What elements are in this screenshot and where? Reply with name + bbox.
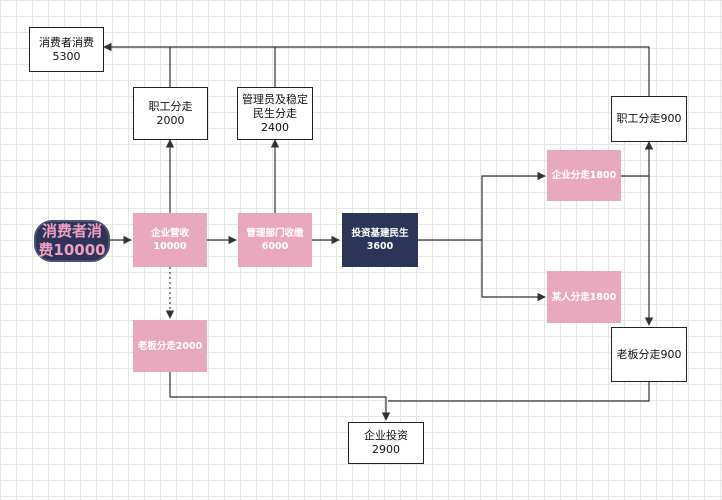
edge-split-to-someone-share bbox=[481, 240, 546, 302]
enterprise-share-node[interactable]: 企业分走1800 bbox=[547, 150, 621, 201]
someone-share-node[interactable]: 某人分走1800 bbox=[547, 271, 621, 323]
edge-top-to-consumer bbox=[103, 42, 650, 96]
enterprise-revenue-value: 10000 bbox=[153, 241, 187, 252]
start-consumer-line1: 消费者消 bbox=[41, 222, 102, 240]
boss-share-2000-label: 老板分走2000 bbox=[137, 340, 203, 352]
enterprise-revenue-label: 企业营收 bbox=[150, 228, 189, 239]
enterprise-invest-label: 企业投资 bbox=[364, 429, 408, 442]
edge-boss-900-to-invest bbox=[388, 382, 650, 402]
admin-tax-node[interactable]: 管理部门收缴 6000 bbox=[238, 213, 312, 267]
admin-tax-label: 管理部门收缴 bbox=[246, 228, 304, 239]
start-consumer-node[interactable]: 消费者消 费10000 bbox=[34, 220, 110, 262]
enterprise-invest-value: 2900 bbox=[372, 443, 400, 456]
start-consumer-line2: 费10000 bbox=[38, 241, 106, 259]
staff-share-900-node[interactable]: 职工分走900 bbox=[611, 96, 687, 142]
infra-invest-node[interactable]: 投资基建民生 3600 bbox=[342, 213, 418, 267]
infra-invest-value: 3600 bbox=[366, 241, 394, 252]
admin-share-line1: 管理员及稳定 bbox=[242, 92, 308, 106]
admin-share-node[interactable]: 管理员及稳定 民生分走 2400 bbox=[237, 87, 313, 140]
admin-share-line2: 民生分走 bbox=[253, 106, 297, 120]
boss-share-900-label: 老板分走900 bbox=[616, 347, 682, 361]
consumer-spend-label: 消费者消费 bbox=[39, 35, 94, 49]
edge-boss-2000-to-invest bbox=[169, 372, 391, 421]
boss-share-900-node[interactable]: 老板分走900 bbox=[611, 327, 687, 382]
enterprise-invest-node[interactable]: 企业投资 2900 bbox=[348, 422, 424, 464]
someone-share-label: 某人分走1800 bbox=[551, 291, 617, 303]
admin-share-value: 2400 bbox=[261, 120, 289, 134]
consumer-spend-value: 5300 bbox=[52, 49, 81, 63]
consumer-spend-node[interactable]: 消费者消费 5300 bbox=[29, 27, 104, 72]
enterprise-share-label: 企业分走1800 bbox=[551, 170, 617, 181]
boss-share-2000-node[interactable]: 老板分走2000 bbox=[133, 320, 207, 372]
infra-invest-label: 投资基建民生 bbox=[351, 228, 409, 239]
staff-share-900-label: 职工分走900 bbox=[616, 112, 682, 125]
edge-split-to-enterprise-share bbox=[481, 171, 546, 240]
staff-share-2000-label: 职工分走 bbox=[148, 99, 193, 113]
staff-share-2000-value: 2000 bbox=[156, 113, 185, 127]
enterprise-revenue-node[interactable]: 企业营收 10000 bbox=[133, 213, 207, 267]
admin-tax-value: 6000 bbox=[261, 241, 289, 252]
staff-share-2000-node[interactable]: 职工分走 2000 bbox=[133, 87, 208, 140]
